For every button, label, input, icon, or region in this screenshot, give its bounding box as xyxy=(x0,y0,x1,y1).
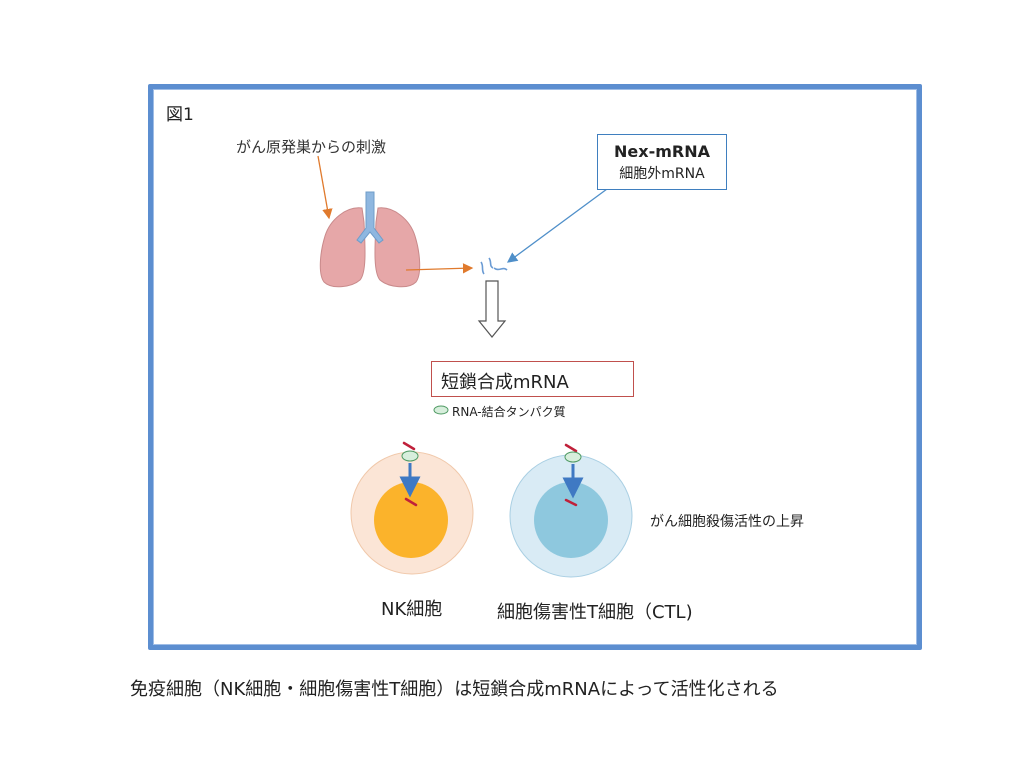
mrna-fragments-icon xyxy=(480,257,508,275)
lung-to-mrna-arrow xyxy=(405,263,474,274)
figure-caption: 免疫細胞（NK細胞・細胞傷害性T細胞）は短鎖合成mRNAによって活性化される xyxy=(130,679,779,700)
hollow-down-arrow xyxy=(477,280,507,338)
nk-cell xyxy=(350,441,474,575)
rbp-label: RNA-結合タンパク質 xyxy=(452,405,566,419)
ctl-cell xyxy=(509,443,633,578)
rbp-legend-icon xyxy=(433,405,449,415)
stimulus-text: がん原発巣からの刺激 xyxy=(236,138,387,156)
short-mrna-label: 短鎖合成mRNA xyxy=(441,372,569,393)
nk-cell-label: NK細胞 xyxy=(381,599,443,620)
figure-label: 図1 xyxy=(166,105,194,125)
ctl-cell-label: 細胞傷害性T細胞（CTL) xyxy=(497,602,693,623)
stimulus-arrow xyxy=(317,155,333,220)
nex-to-mrna-arrow xyxy=(506,188,608,263)
nex-mrna-title: Nex-mRNA xyxy=(614,142,710,161)
nex-mrna-subtitle: 細胞外mRNA xyxy=(619,166,705,182)
lungs-icon xyxy=(319,191,421,288)
nex-mrna-box: Nex-mRNA 細胞外mRNA xyxy=(597,134,727,190)
short-mrna-box: 短鎖合成mRNA xyxy=(431,361,634,397)
cancer-kill-text: がん細胞殺傷活性の上昇 xyxy=(650,514,804,530)
